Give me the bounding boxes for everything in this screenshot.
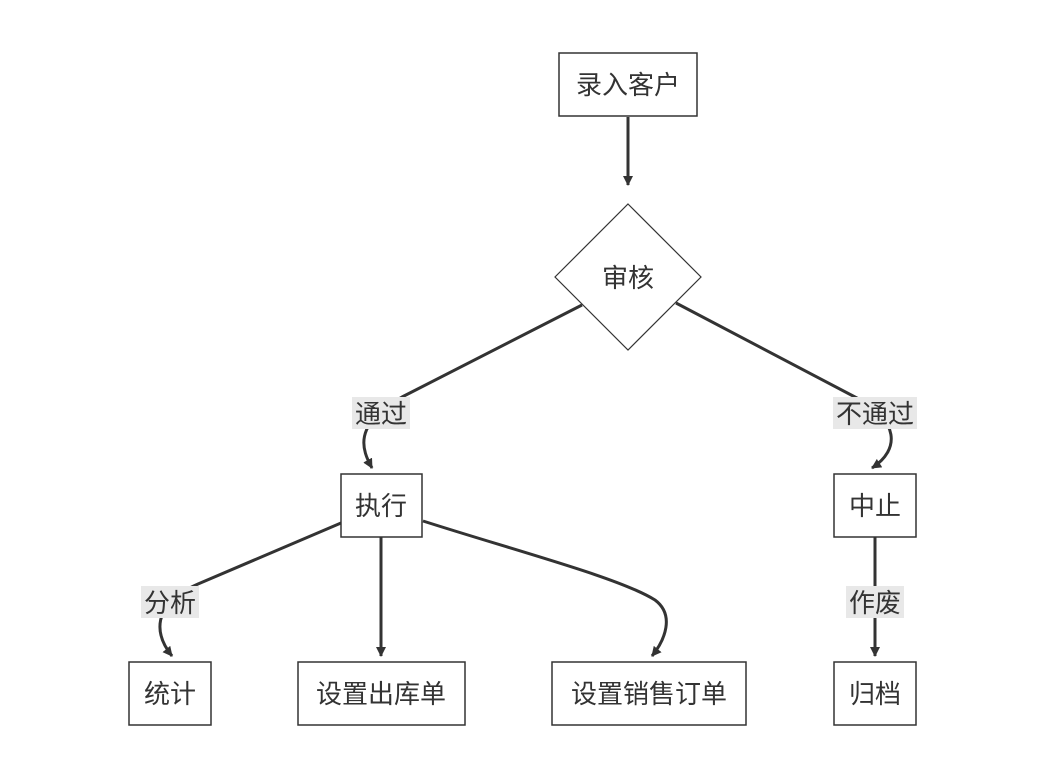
node-execute: 执行 — [340, 473, 423, 538]
edge-label-void-text: 作废 — [849, 589, 901, 619]
edge-label-pass: 通过 — [352, 397, 410, 430]
edge-review-to-suspend — [675, 301, 893, 470]
edge-execute-to-sales-order — [422, 519, 668, 657]
edge-review-to-execute — [362, 303, 583, 469]
node-set-sales-order-label: 设置销售订单 — [571, 680, 727, 710]
node-set-outbound-order: 设置出库单 — [297, 661, 466, 726]
node-review-label: 审核 — [602, 264, 654, 294]
node-statistics: 统计 — [128, 661, 212, 726]
node-review: 审核 — [554, 203, 702, 351]
edge-label-fail: 不通过 — [833, 397, 917, 430]
node-suspend: 中止 — [833, 473, 917, 538]
node-statistics-label: 统计 — [144, 680, 196, 710]
node-archive: 归档 — [833, 661, 917, 726]
edge-label-fail-text: 不通过 — [836, 400, 914, 430]
node-archive-label: 归档 — [849, 680, 901, 710]
node-enter-customer-label: 录入客户 — [576, 71, 680, 101]
node-execute-label: 执行 — [355, 492, 407, 522]
node-suspend-label: 中止 — [849, 492, 901, 522]
edge-label-analyze-text: 分析 — [144, 589, 196, 619]
edge-label-void: 作废 — [846, 586, 904, 619]
node-set-outbound-order-label: 设置出库单 — [316, 680, 446, 710]
edges — [158, 117, 893, 657]
node-set-sales-order: 设置销售订单 — [551, 661, 747, 726]
nodes: 录入客户 审核 执行 中止 统计 设置出库单 设置销售订单 归档 — [128, 52, 917, 726]
node-enter-customer: 录入客户 — [558, 52, 698, 117]
edge-label-pass-text: 通过 — [355, 400, 407, 430]
edge-labels: 通过 不通过 分析 作废 — [141, 397, 917, 619]
edge-label-analyze: 分析 — [141, 586, 199, 619]
